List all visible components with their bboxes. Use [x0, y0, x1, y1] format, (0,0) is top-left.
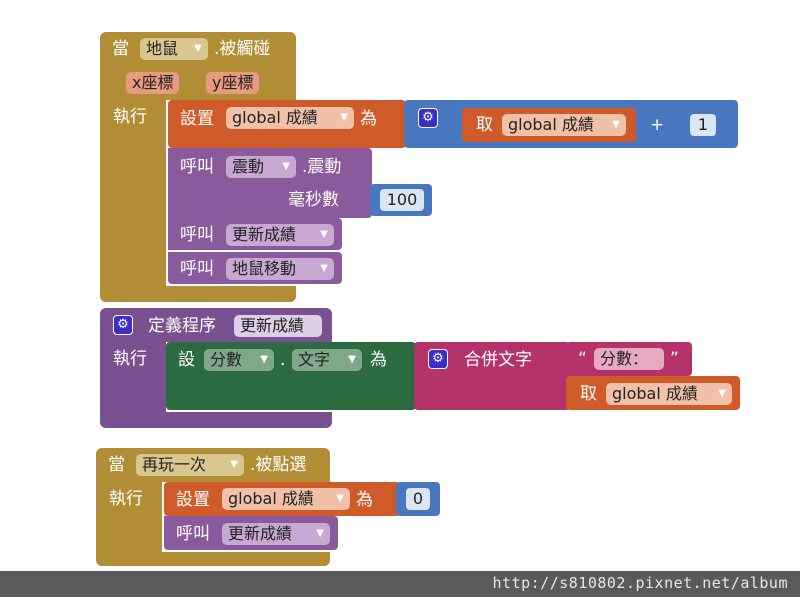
watermark-text: http://s810802.pixnet.net/album: [492, 574, 788, 592]
vibrate-component-dropdown-label: 震動: [232, 157, 265, 176]
define-label: 定義程序: [148, 316, 216, 336]
watermark-bar: http://s810802.pixnet.net/album: [0, 571, 800, 597]
component-dropdown-replay-label: 再玩一次: [142, 455, 207, 474]
score-component-dropdown[interactable]: 分數 ▼: [204, 349, 274, 371]
set-label: 設置: [176, 490, 210, 510]
chevron-down-icon: ▼: [718, 388, 726, 399]
set-var-dropdown-3[interactable]: global 成績 ▼: [222, 488, 350, 510]
gear-icon[interactable]: ⚙: [113, 315, 133, 335]
text-property-dropdown-label: 文字: [298, 350, 331, 369]
dot-label: .: [280, 350, 286, 370]
chevron-down-icon: ▼: [194, 43, 202, 54]
component-dropdown-replay[interactable]: 再玩一次 ▼: [136, 454, 244, 476]
get-label: 取: [476, 115, 493, 135]
update-score-proc-dropdown-3[interactable]: 更新成績 ▼: [222, 523, 330, 545]
when-label: 當: [108, 455, 125, 475]
chevron-down-icon: ▼: [230, 459, 238, 470]
mole-move-proc-dropdown-label: 地鼠移動: [232, 259, 297, 278]
param-y[interactable]: y座標: [206, 72, 260, 94]
event-name-label: .被點選: [250, 455, 307, 475]
set-label: 設置: [180, 109, 214, 129]
do-label: 執行: [109, 489, 143, 509]
chevron-down-icon: ▼: [320, 229, 328, 240]
gear-icon[interactable]: ⚙: [428, 349, 448, 369]
number-zero[interactable]: 0: [406, 488, 430, 510]
set-var-dropdown-3-label: global 成績: [228, 489, 314, 508]
call-label: 呼叫: [180, 225, 214, 245]
update-score-proc-dropdown-3-label: 更新成績: [228, 524, 293, 543]
vibrate-component-dropdown[interactable]: 震動 ▼: [226, 156, 296, 178]
text-string-field[interactable]: 分數：: [594, 348, 664, 370]
event-name-label: .被觸碰: [214, 39, 271, 59]
call-label: 呼叫: [180, 157, 214, 177]
score-component-dropdown-label: 分數: [210, 350, 243, 369]
get-label: 取: [580, 384, 597, 404]
component-dropdown-mole-label: 地鼠: [146, 39, 179, 58]
chevron-down-icon: ▼: [282, 161, 290, 172]
chevron-down-icon: ▼: [348, 354, 356, 365]
quote-open: “: [578, 349, 587, 369]
text-property-dropdown[interactable]: 文字 ▼: [292, 349, 362, 371]
chevron-down-icon: ▼: [316, 528, 324, 539]
chevron-down-icon: ▼: [612, 119, 620, 130]
mole-move-proc-dropdown[interactable]: 地鼠移動 ▼: [226, 258, 334, 280]
do-label: 執行: [113, 349, 147, 369]
ms-label: 毫秒數: [288, 190, 339, 210]
text-string-label: 分數：: [600, 349, 649, 368]
get-var-dropdown[interactable]: global 成績 ▼: [502, 114, 626, 136]
number-one[interactable]: 1: [690, 114, 716, 136]
update-score-proc-dropdown-label: 更新成績: [232, 225, 297, 244]
chevron-down-icon: ▼: [260, 354, 268, 365]
vibrate-method-label: .震動: [302, 157, 342, 177]
get-var-dropdown-2-label: global 成績: [612, 384, 698, 403]
to-label: 為: [360, 109, 377, 129]
get-var-dropdown-label: global 成績: [508, 115, 594, 134]
event-block-mole-touched-bottom: [100, 286, 296, 302]
get-var-dropdown-2[interactable]: global 成績 ▼: [606, 383, 732, 405]
number-100[interactable]: 100: [380, 189, 424, 211]
to-label: 為: [370, 350, 387, 370]
component-dropdown-mole[interactable]: 地鼠 ▼: [140, 38, 208, 60]
plus-label: +: [650, 115, 665, 135]
set-var-dropdown-label: global 成績: [232, 108, 318, 127]
set-var-dropdown[interactable]: global 成績 ▼: [226, 107, 354, 129]
call-label: 呼叫: [180, 259, 214, 279]
chevron-down-icon: ▼: [320, 263, 328, 274]
to-label: 為: [356, 490, 373, 510]
param-x[interactable]: x座標: [126, 72, 180, 94]
when-label: 當: [112, 39, 129, 59]
do-label: 執行: [113, 107, 147, 127]
call-label: 呼叫: [176, 524, 210, 544]
proc-name-field[interactable]: 更新成績: [234, 315, 322, 337]
proc-name-label: 更新成績: [240, 316, 305, 335]
gear-icon[interactable]: ⚙: [418, 108, 438, 128]
update-score-proc-dropdown[interactable]: 更新成績 ▼: [226, 224, 334, 246]
join-label: 合併文字: [464, 350, 532, 370]
quote-close: ”: [670, 349, 679, 369]
chevron-down-icon: ▼: [336, 493, 344, 504]
chevron-down-icon: ▼: [340, 112, 348, 123]
set-label: 設: [178, 350, 195, 370]
